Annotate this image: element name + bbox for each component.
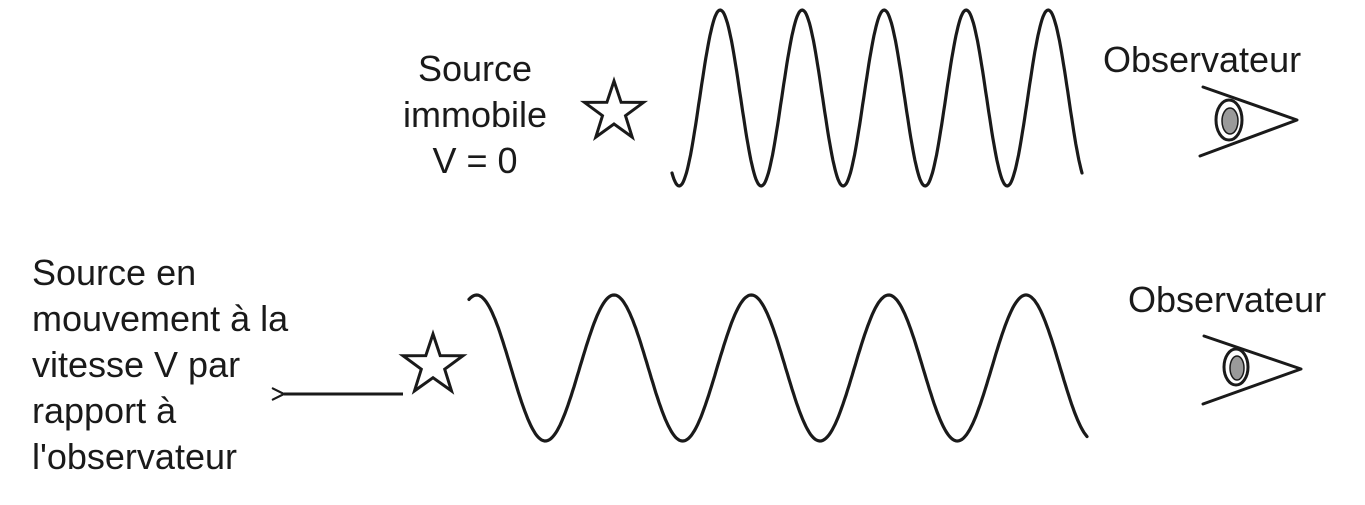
top-eye-pupil <box>1221 107 1239 135</box>
top-source-line-2: immobile <box>402 94 548 135</box>
bottom-source-label: Source en mouvement à la vitesse V par r… <box>32 250 288 480</box>
top-source-line-3: V = 0 <box>432 140 518 181</box>
bottom-eye-icon <box>1201 334 1303 406</box>
bottom-eye-pupil <box>1229 355 1245 381</box>
top-observer-label: Observateur <box>1103 39 1302 80</box>
bottom-source-line-5: l'observateur <box>32 436 237 477</box>
bottom-wave <box>467 293 1089 443</box>
bottom-observer-label: Observateur <box>1128 279 1327 320</box>
bottom-source-line-4: rapport à <box>32 390 177 431</box>
bottom-source-line-1: Source en <box>32 252 197 293</box>
top-eye-icon <box>1198 85 1299 158</box>
bottom-star-icon <box>398 329 468 395</box>
top-star-icon <box>579 76 649 141</box>
bottom-source-line-2: mouvement à la <box>32 298 289 339</box>
top-source-label: Source immobile V = 0 <box>385 46 565 184</box>
top-wave <box>670 8 1084 188</box>
top-source-line-1: Source <box>417 48 533 89</box>
bottom-source-line-3: vitesse V par <box>32 344 241 385</box>
